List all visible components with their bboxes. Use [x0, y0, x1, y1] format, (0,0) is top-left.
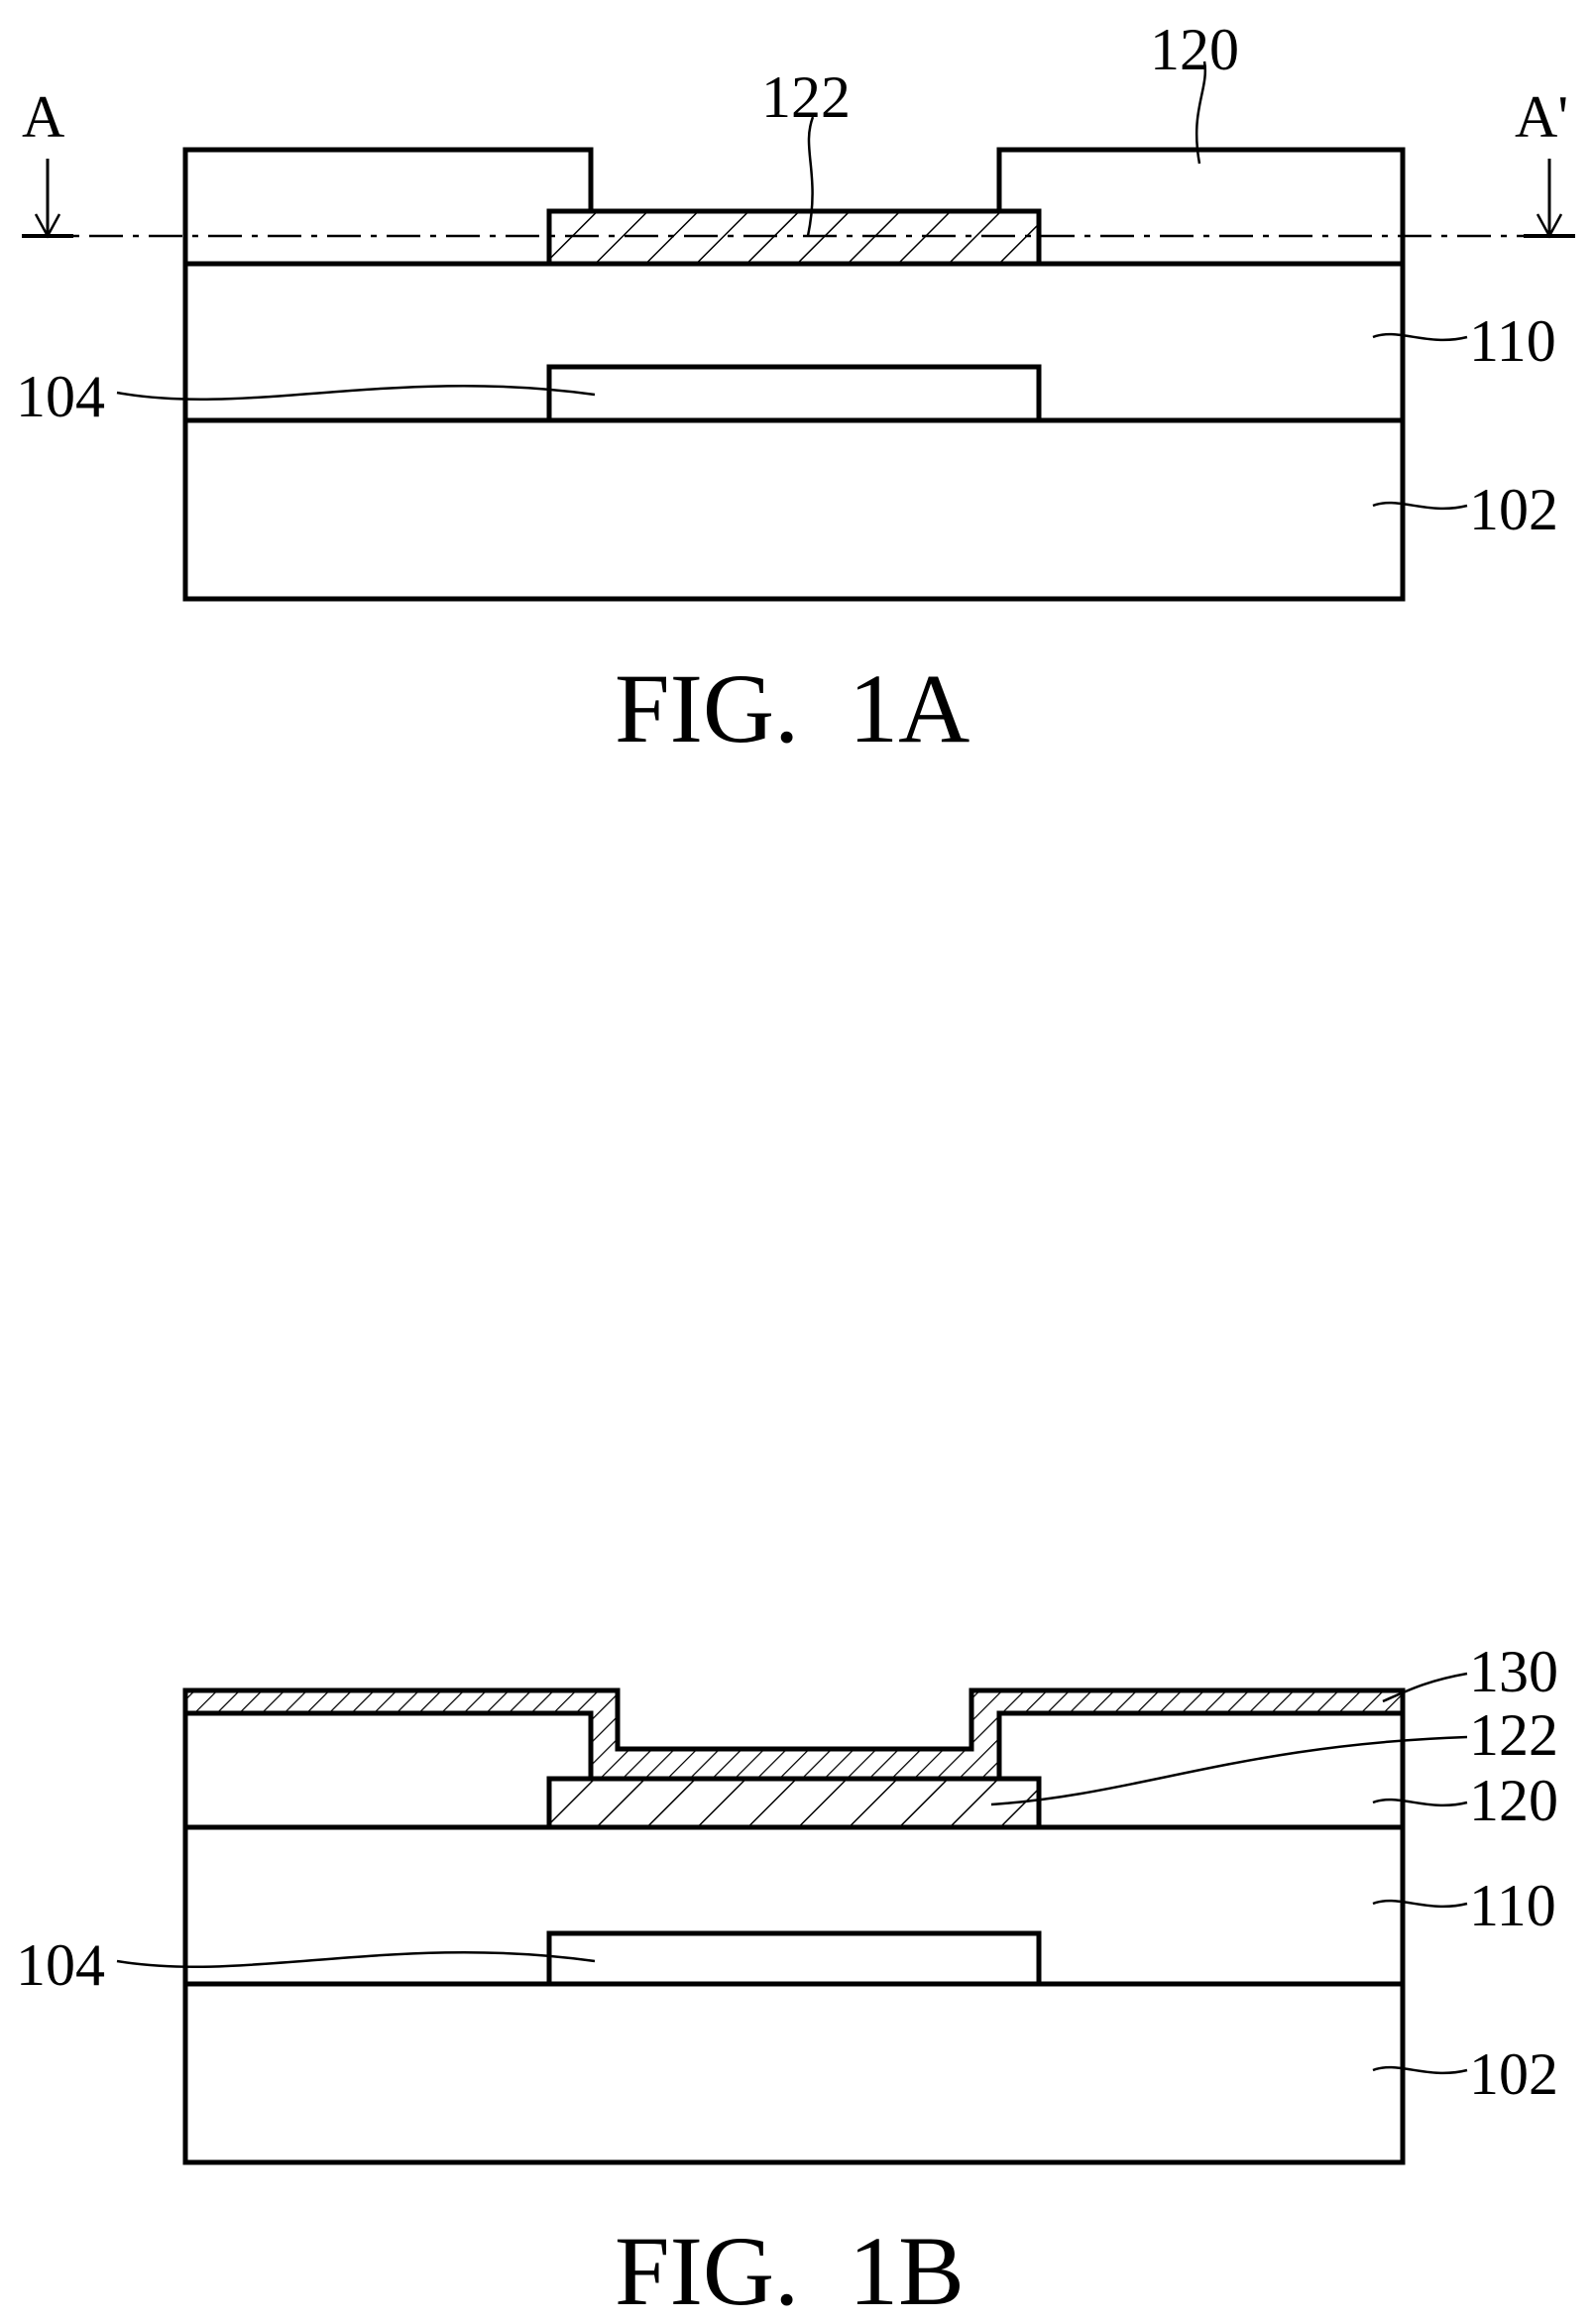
label-120: 120	[1469, 1768, 1558, 1833]
leader-122	[991, 1737, 1467, 1804]
leader-110	[1373, 334, 1467, 340]
dielectric-layer-110	[185, 264, 1403, 420]
leader-110	[1373, 1901, 1467, 1907]
dielectric-layer-110	[185, 1827, 1403, 1984]
label-130: 130	[1469, 1639, 1558, 1704]
label-122: 122	[1469, 1702, 1558, 1768]
section-arrow-left	[22, 159, 73, 236]
label-122: 122	[761, 64, 851, 130]
section-label-right: A'	[1515, 84, 1568, 150]
layer-122	[549, 211, 1039, 264]
section-arrow-right	[1524, 159, 1575, 236]
label-120: 120	[1150, 17, 1239, 82]
section-label-left: A	[22, 84, 64, 150]
layer-120-left	[185, 1713, 591, 1827]
figure-1a-caption: FIG. 1A	[615, 653, 969, 763]
substrate-102	[185, 420, 1403, 599]
label-102: 102	[1469, 2041, 1558, 2107]
figure-1a: A A' 120 122 110 104 102 FIG. 1A	[16, 17, 1575, 763]
conductor-104	[549, 367, 1039, 420]
leader-104	[117, 1952, 595, 1967]
leader-102	[1373, 2067, 1467, 2073]
leader-102	[1373, 503, 1467, 509]
layer-120-right	[999, 150, 1403, 264]
conductor-104	[549, 1933, 1039, 1984]
label-110: 110	[1469, 308, 1556, 374]
label-110: 110	[1469, 1873, 1556, 1938]
figure-1b-caption: FIG. 1B	[615, 2216, 965, 2324]
leader-104	[117, 386, 595, 400]
label-104: 104	[16, 1932, 105, 1998]
label-104: 104	[16, 364, 105, 429]
substrate-102	[185, 1984, 1403, 2162]
layer-120-left	[185, 150, 591, 264]
layer-122	[549, 1779, 1039, 1827]
figure-1b: 130 122 120 110 104 102 FIG. 1B	[16, 1639, 1558, 2324]
label-102: 102	[1469, 477, 1558, 542]
leader-120	[1373, 1800, 1467, 1805]
